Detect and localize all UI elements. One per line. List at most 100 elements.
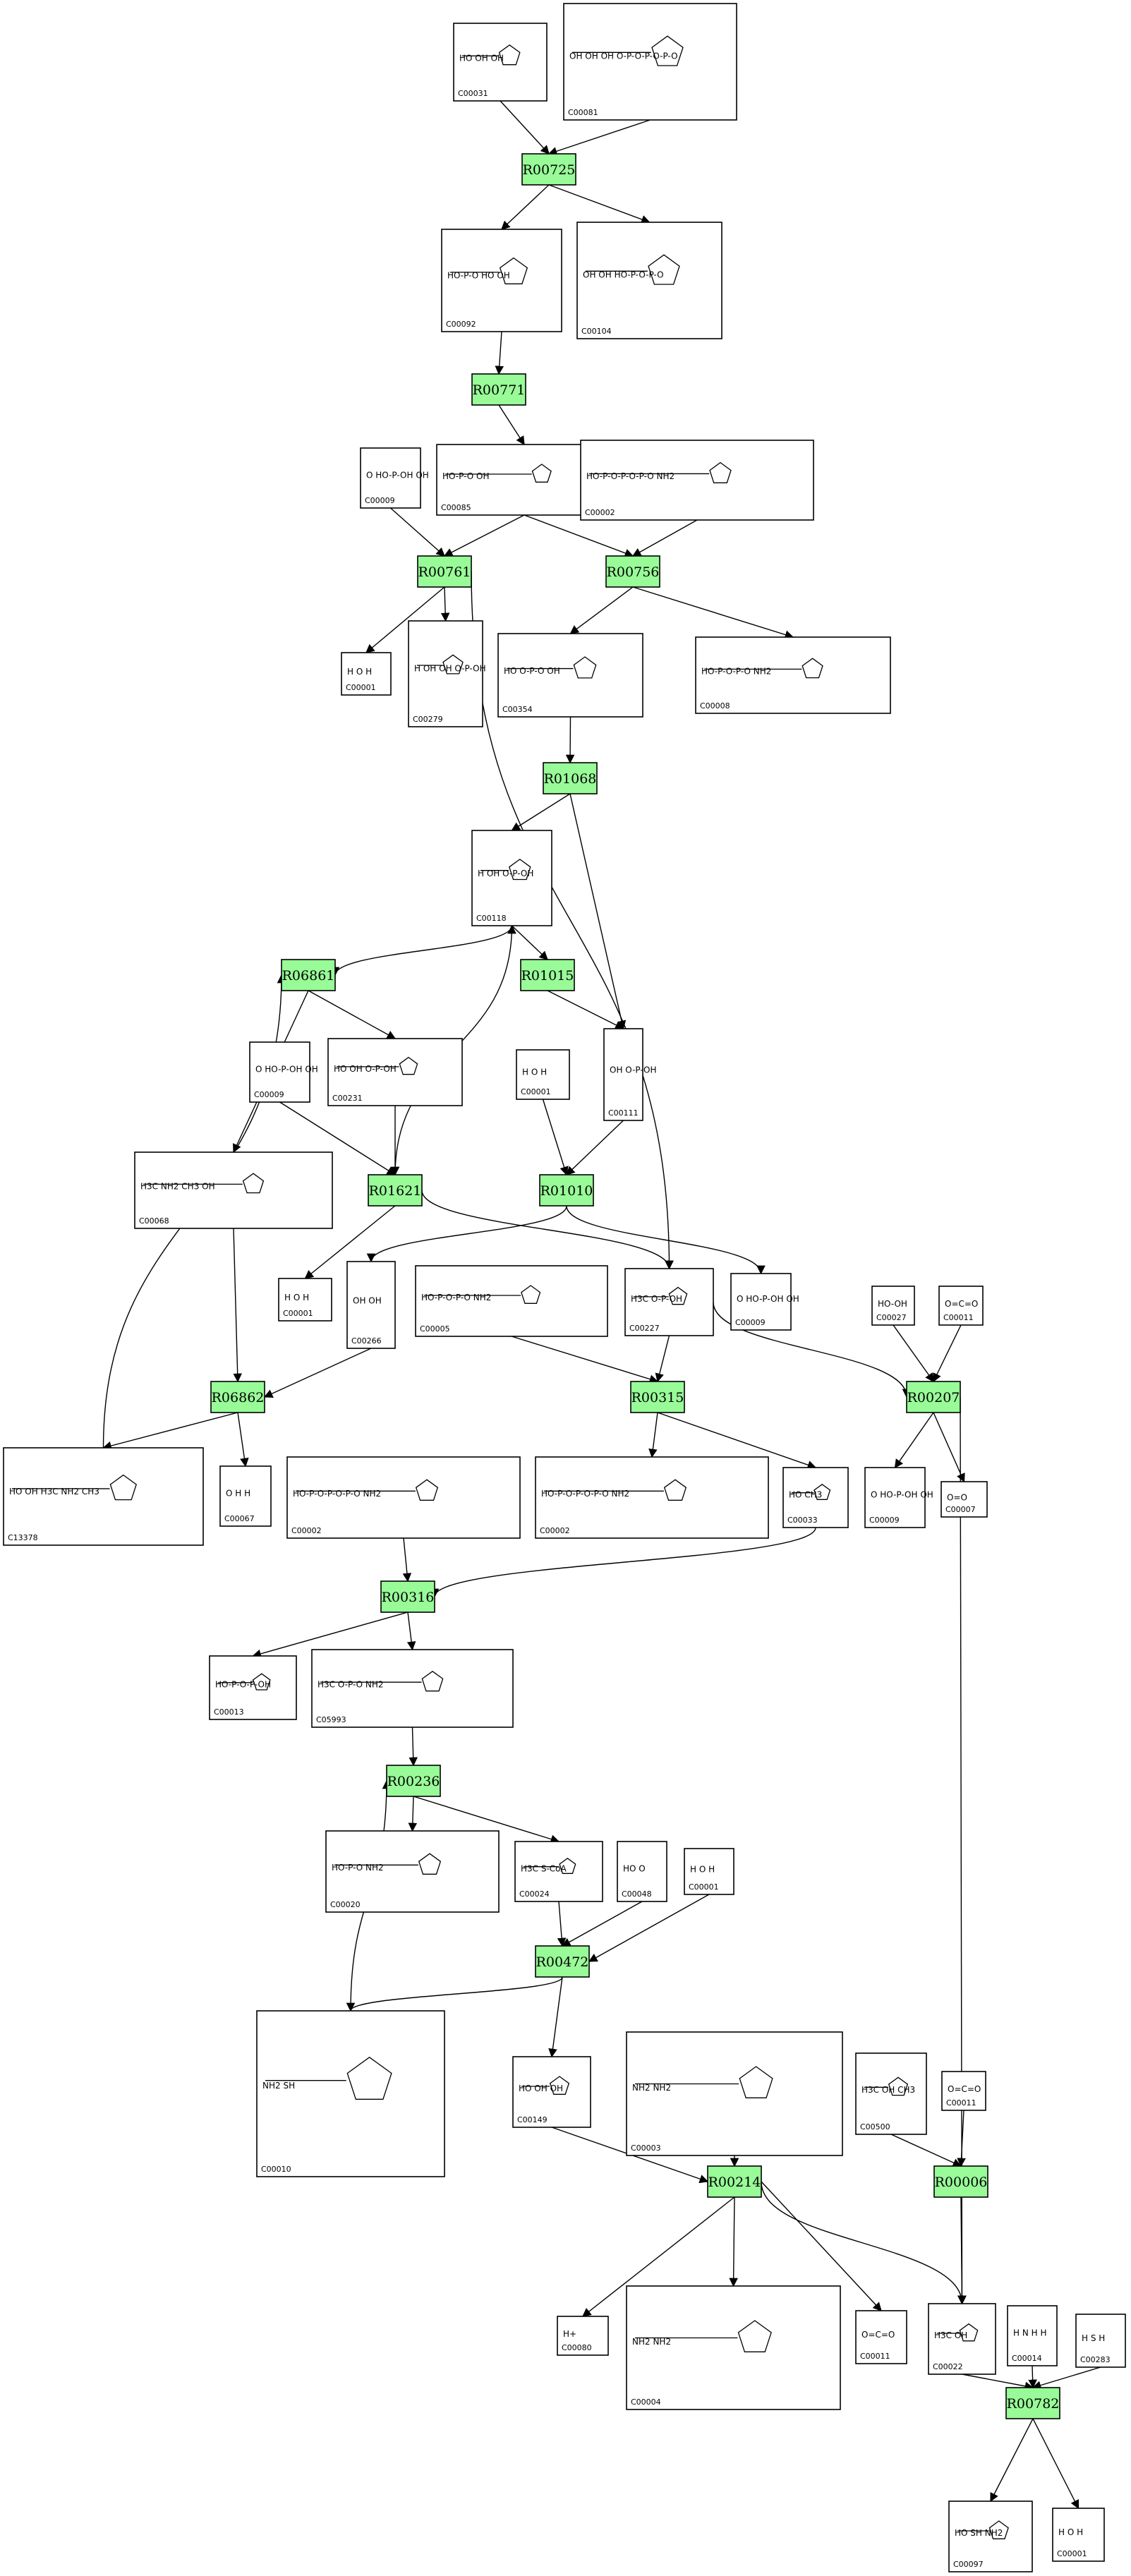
reaction-node[interactable]: R00316	[380, 1580, 435, 1613]
compound-box	[1052, 2508, 1105, 2562]
reaction-node[interactable]: R00725	[521, 153, 576, 186]
ring-shape	[559, 1857, 576, 1874]
reaction-node[interactable]: R00771	[471, 373, 526, 406]
compound-box	[684, 1848, 734, 1895]
compound-node[interactable]: H+C00080	[557, 2316, 609, 2356]
edge-arrow	[440, 586, 450, 622]
reaction-box	[933, 2165, 988, 2198]
edge-arrow	[957, 2196, 967, 2305]
reaction-node[interactable]: R06862	[210, 1381, 265, 1413]
structure-formula: H S H	[1082, 2333, 1105, 2343]
ring-shape	[498, 44, 521, 66]
structure-formula: O=C=O	[861, 2330, 895, 2340]
compound-label: C00010	[261, 2165, 291, 2174]
structure-formula: O=C=O	[945, 1299, 978, 1309]
ring-shape	[521, 1285, 541, 1304]
reaction-label: R01068	[544, 771, 597, 787]
compound-label: C00048	[622, 1889, 652, 1899]
reaction-node[interactable]: R00782	[1005, 2387, 1060, 2419]
reaction-node[interactable]: R00761	[417, 555, 472, 588]
reaction-node[interactable]: R01010	[539, 1174, 594, 1207]
reaction-node[interactable]: R00756	[605, 555, 660, 588]
compound-box	[415, 1265, 608, 1337]
edge-arrow	[237, 1412, 249, 1468]
structure-formula: NH2 NH2	[632, 2337, 671, 2347]
reaction-node[interactable]: R00472	[535, 1945, 590, 1978]
edge-arrow	[1032, 2366, 1101, 2390]
reaction-node[interactable]: R00207	[906, 1381, 961, 1413]
edge-arrow	[547, 990, 624, 1029]
reaction-node[interactable]: R00214	[707, 2165, 762, 2198]
reaction-node[interactable]: R00315	[630, 1381, 685, 1413]
edge-arrow	[548, 119, 651, 156]
reaction-label: R01621	[369, 1183, 422, 1199]
ring-shape	[737, 2320, 772, 2352]
reaction-box	[707, 2165, 762, 2198]
compound-box	[1007, 2305, 1058, 2366]
structure-formula: HO-P-O HO OH	[447, 270, 510, 280]
compound-box	[516, 1049, 570, 1100]
reaction-node[interactable]: R00006	[933, 2165, 988, 2198]
compound-box	[576, 222, 722, 339]
reaction-node[interactable]: R00236	[386, 1765, 441, 1797]
compound-label: C00227	[629, 1324, 660, 1333]
compound-label: C00009	[365, 496, 395, 505]
compound-box	[278, 1278, 332, 1322]
reaction-node[interactable]: R01015	[520, 959, 575, 991]
reaction-node[interactable]: R01068	[543, 762, 598, 794]
compound-box	[408, 620, 483, 727]
reaction-node[interactable]: R01621	[368, 1174, 423, 1207]
compound-box	[346, 1261, 396, 1349]
reaction-node[interactable]: R06861	[281, 959, 336, 991]
reaction-label: R00214	[708, 2175, 761, 2190]
